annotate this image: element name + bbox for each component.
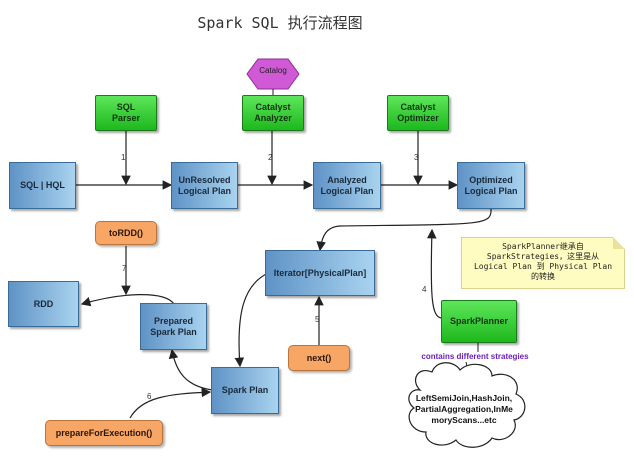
optimized-logical-plan-box: Optimized Logical Plan: [457, 162, 525, 209]
catalog-hexagon: [246, 58, 300, 90]
strategies-cloud: [408, 362, 526, 448]
arrow-sparkplan-to-prepared: [168, 348, 213, 391]
sql-hql-box: SQL | HQL: [9, 162, 76, 209]
step-label-6: 6: [147, 392, 152, 401]
strategies-cloud-text: LeftSemiJoin,HashJoin, PartialAggregatio…: [415, 393, 513, 425]
analyzed-logical-plan-box: Analyzed Logical Plan: [313, 162, 381, 209]
next-box: next(): [288, 345, 350, 371]
step-label-7: 7: [122, 264, 127, 273]
step-label-4: 4: [422, 285, 427, 294]
arrow-planner-to-optimized: [426, 228, 442, 319]
rdd-box: RDD: [8, 281, 79, 327]
to-rdd-box: toRDD(): [95, 221, 157, 245]
prepared-spark-plan-box: Prepared Spark Plan: [140, 303, 207, 350]
step-label-5: 5: [315, 315, 320, 324]
catalyst-analyzer-box: Catalyst Analyzer: [242, 95, 304, 131]
unresolved-logical-plan-box: UnResolved Logical Plan: [171, 162, 238, 209]
sparkplanner-note: SparkPlanner继承自 SparkStrategies，这里是从 Log…: [461, 237, 625, 289]
arrow-prepare-to-sparkplan: [129, 387, 212, 419]
step-label-3: 3: [414, 153, 419, 162]
spark-plan-box: Spark Plan: [211, 367, 279, 414]
step-label-2: 2: [268, 153, 273, 162]
strategies-label: contains different strategies: [421, 352, 529, 361]
arrow-optimized-to-iterator: [316, 208, 492, 252]
catalog-label: Catalog: [259, 66, 287, 75]
spark-planner-box: SparkPlanner: [441, 300, 517, 343]
diagram-title: Spark SQL 执行流程图: [197, 14, 363, 32]
note-folded-corner: [613, 237, 625, 249]
arrow-iterator-to-sparkplan: [234, 272, 269, 368]
iterator-physicalplan-box: Iterator[PhysicalPlan]: [265, 250, 375, 296]
catalyst-optimizer-box: Catalyst Optimizer: [387, 95, 449, 131]
sql-parser-box: SQL Parser: [95, 95, 157, 131]
step-label-1: 1: [121, 153, 126, 162]
prepare-for-execution-box: prepareForExecution(): [45, 420, 163, 446]
arrow-prepared-to-rdd: [80, 294, 175, 307]
